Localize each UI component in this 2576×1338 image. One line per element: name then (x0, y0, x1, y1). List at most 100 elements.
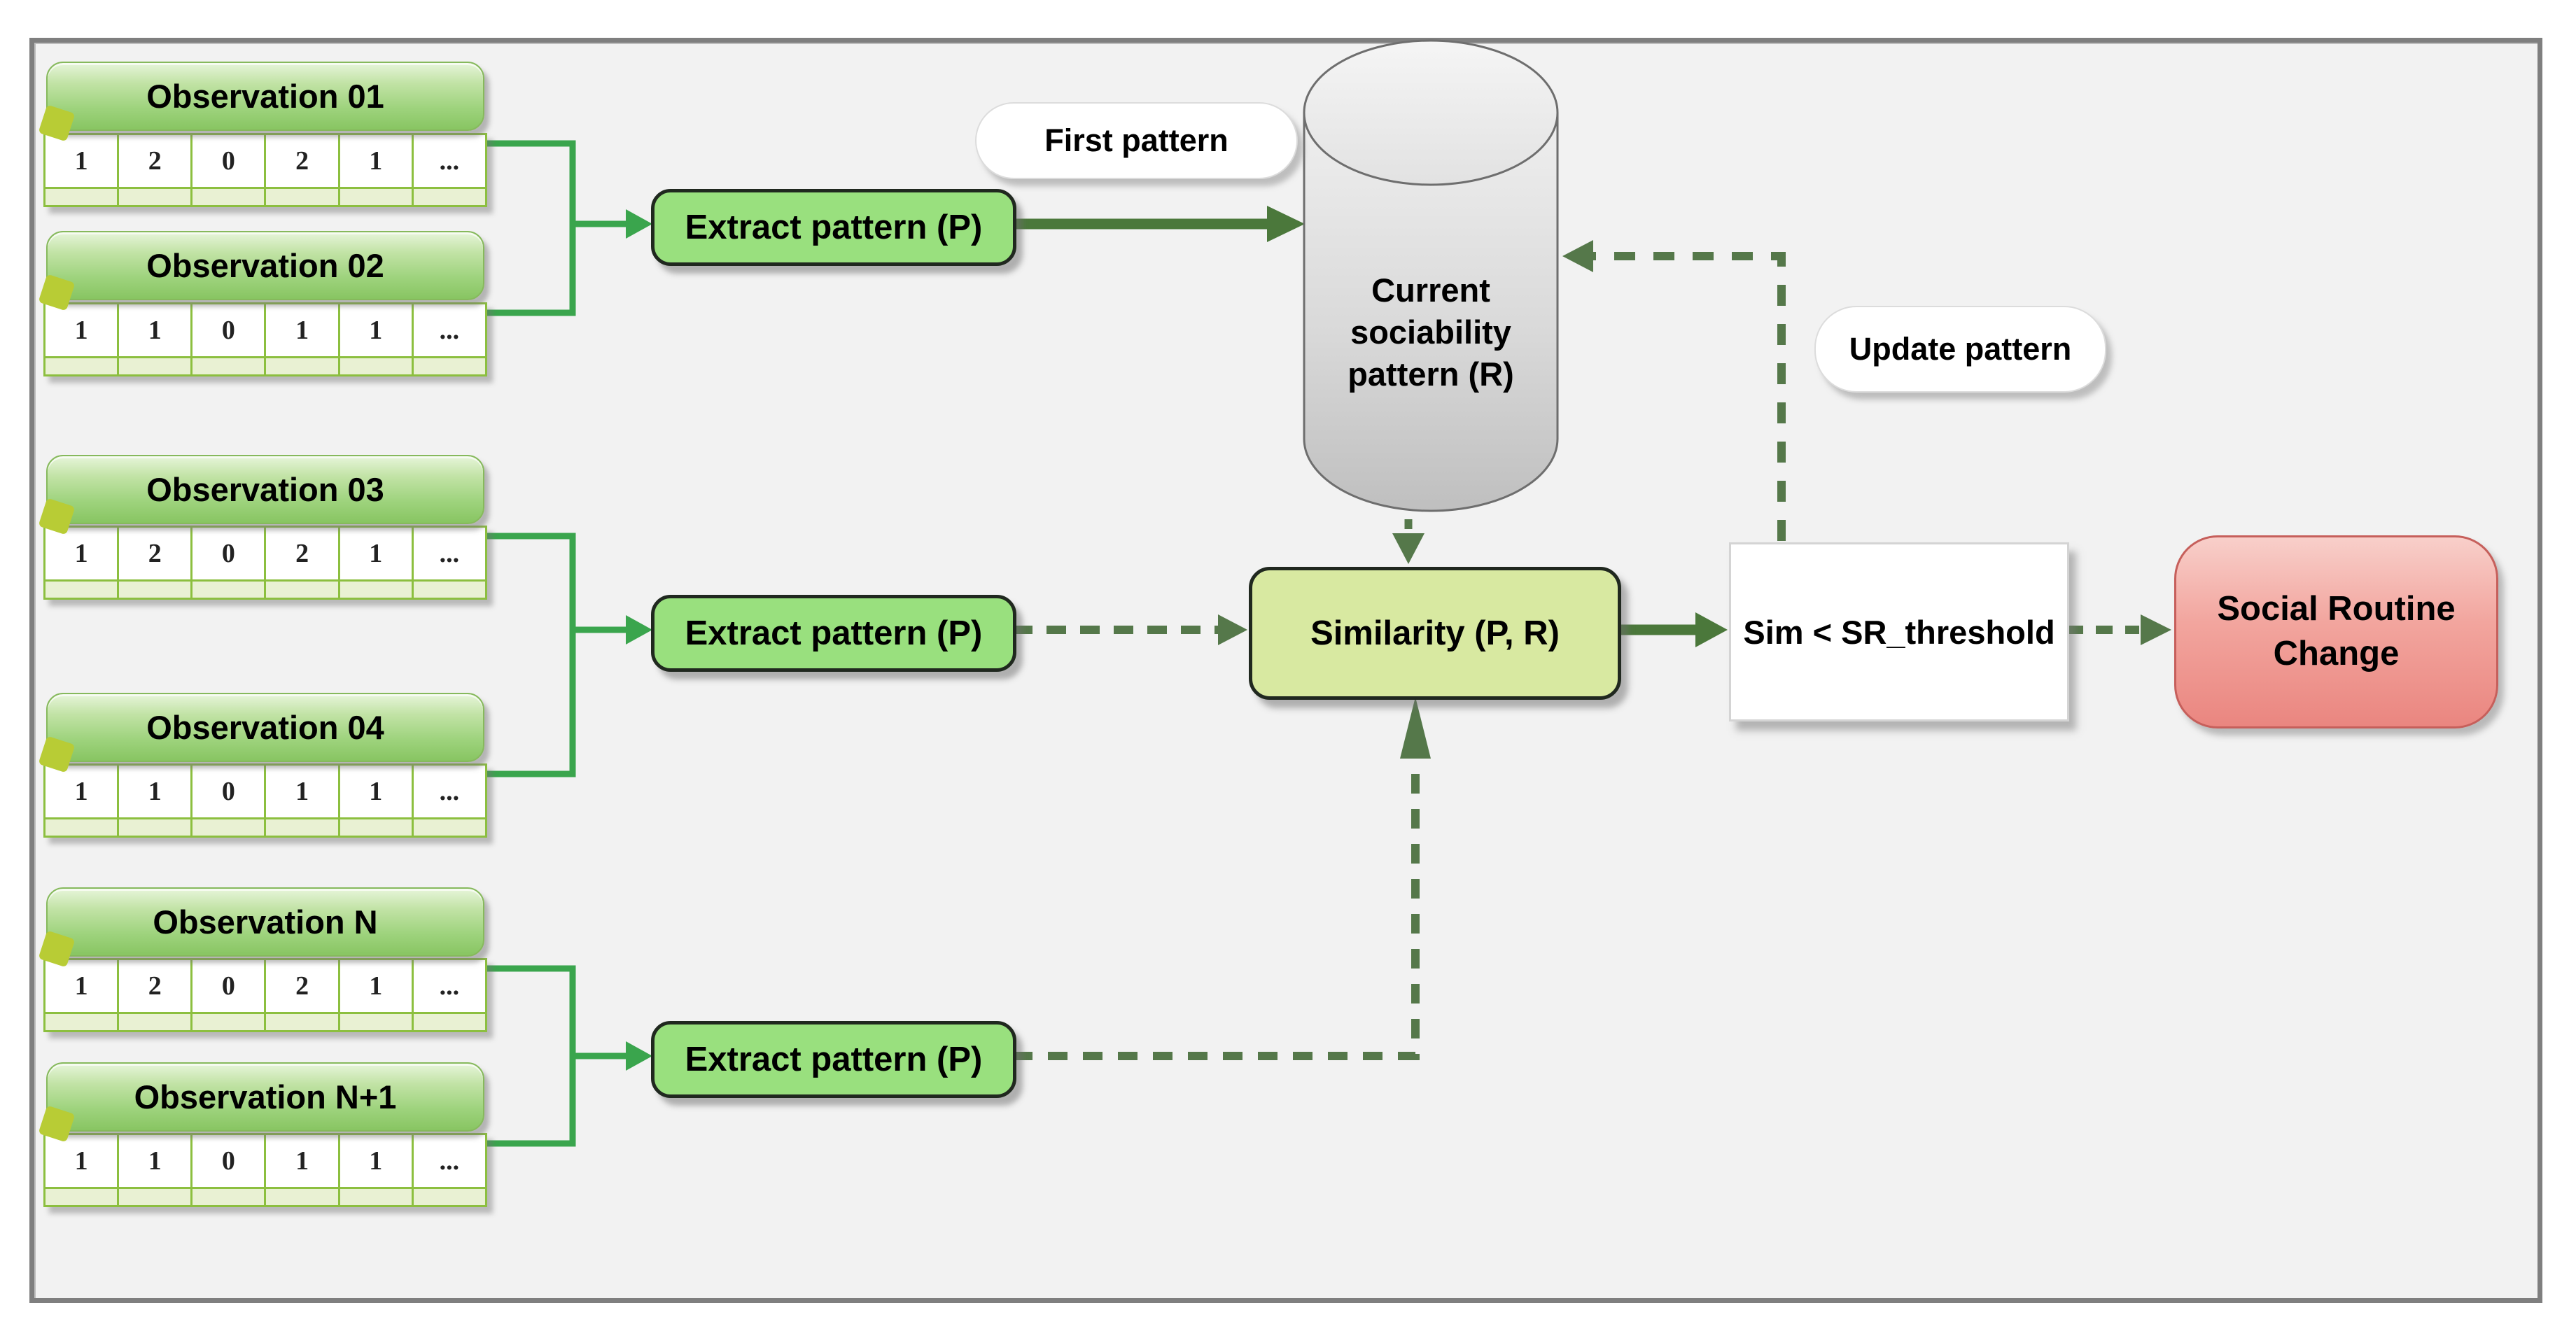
table-cell: ... (413, 528, 485, 579)
table-cell-empty (413, 189, 485, 205)
extract-pattern-node-1: Extract pattern (P) (651, 189, 1016, 266)
table-cell-empty (192, 582, 265, 598)
table-cell-empty (340, 189, 412, 205)
table-cell: 0 (192, 304, 265, 356)
extract-pattern-node-2: Extract pattern (P) (651, 595, 1016, 672)
first-pattern-callout: First pattern (975, 102, 1298, 179)
table-cell: ... (413, 960, 485, 1012)
table-cell: 1 (46, 960, 118, 1012)
table-cell-empty (46, 819, 118, 836)
table-cell-empty (46, 582, 118, 598)
sim-threshold-box: Sim < SR_threshold (1729, 542, 2069, 721)
table-cell-empty (192, 189, 265, 205)
similarity-node: Similarity (P, R) (1249, 567, 1621, 700)
table-cell: ... (413, 135, 485, 187)
table-cell-empty (192, 1189, 265, 1205)
table-cell: 2 (266, 528, 338, 579)
table-cell-empty (413, 582, 485, 598)
table-cell-empty (119, 819, 191, 836)
observation-01-label: Observation 01 (146, 78, 384, 115)
table-cell: 1 (266, 766, 338, 817)
table-cell: 1 (340, 304, 412, 356)
table-cell-empty (266, 189, 338, 205)
similarity-label: Similarity (P, R) (1310, 614, 1560, 652)
table-cell: 1 (119, 1135, 191, 1187)
table-cell: 0 (192, 135, 265, 187)
table-cell: 1 (46, 304, 118, 356)
observation-N-node: Observation N (46, 887, 484, 957)
observation-03-node: Observation 03 (46, 455, 484, 524)
table-cell: 1 (46, 135, 118, 187)
observation-04-node: Observation 04 (46, 693, 484, 762)
table-cell: 1 (340, 766, 412, 817)
table-cell: 2 (119, 528, 191, 579)
table-cell-empty (413, 819, 485, 836)
table-cell-empty (192, 358, 265, 374)
cylinder-line-1: Current (1371, 272, 1490, 309)
table-cell: 1 (119, 304, 191, 356)
observation-02-node: Observation 02 (46, 231, 484, 300)
table-cell-empty (340, 1014, 412, 1030)
table-cell: 1 (340, 528, 412, 579)
observation-N1-label: Observation N+1 (134, 1078, 397, 1115)
table-cell-empty (413, 358, 485, 374)
table-cell-empty (119, 582, 191, 598)
table-cell-empty (119, 358, 191, 374)
table-cell-empty (119, 1189, 191, 1205)
table-cell: 0 (192, 1135, 265, 1187)
observation-N-label: Observation N (153, 903, 378, 941)
table-cell-empty (192, 1014, 265, 1030)
table-cell: ... (413, 766, 485, 817)
observation-02-label: Observation 02 (146, 247, 384, 284)
table-cell: 0 (192, 960, 265, 1012)
table-cell: 0 (192, 766, 265, 817)
first-pattern-label: First pattern (1044, 122, 1228, 158)
table-cell: 1 (46, 1135, 118, 1187)
table-cell-empty (413, 1189, 485, 1205)
table-cell-empty (119, 189, 191, 205)
table-cell: 2 (266, 960, 338, 1012)
table-cell: 1 (340, 960, 412, 1012)
table-cell-empty (266, 358, 338, 374)
social-routine-line-1: Social Routine (2217, 590, 2456, 628)
table-cell-empty (340, 582, 412, 598)
table-cell-empty (266, 1014, 338, 1030)
sim-threshold-label: Sim < SR_threshold (1743, 613, 2055, 651)
extract-pattern-node-3: Extract pattern (P) (651, 1021, 1016, 1098)
table-cell-empty (413, 1014, 485, 1030)
table-cell: 2 (119, 135, 191, 187)
table-cell-empty (46, 1014, 118, 1030)
table-cell: 1 (340, 1135, 412, 1187)
table-cell: 1 (119, 766, 191, 817)
observation-N1-node: Observation N+1 (46, 1062, 484, 1132)
table-cell: 0 (192, 528, 265, 579)
table-cell: 1 (266, 1135, 338, 1187)
current-sociability-pattern-store: Current sociability pattern (R) (1304, 203, 1558, 462)
table-cell-empty (266, 582, 338, 598)
table-cell-empty (340, 819, 412, 836)
table-cell-empty (192, 819, 265, 836)
extract-pattern-2-label: Extract pattern (P) (685, 614, 983, 652)
observation-03-label: Observation 03 (146, 471, 384, 508)
social-routine-change-node: Social Routine Change (2174, 535, 2498, 728)
table-cell: ... (413, 304, 485, 356)
table-cell-empty (340, 1189, 412, 1205)
observation-04-label: Observation 04 (146, 709, 384, 746)
cylinder-line-2: sociability (1350, 314, 1511, 351)
table-cell-empty (119, 1014, 191, 1030)
table-cell: 1 (266, 304, 338, 356)
observation-01-node: Observation 01 (46, 62, 484, 131)
table-cell-empty (266, 1189, 338, 1205)
table-cell: 2 (266, 135, 338, 187)
table-cell: 1 (46, 528, 118, 579)
table-cell-empty (266, 819, 338, 836)
cylinder-line-3: pattern (R) (1348, 355, 1514, 393)
table-cell: 1 (46, 766, 118, 817)
table-cell: ... (413, 1135, 485, 1187)
table-cell-empty (46, 358, 118, 374)
